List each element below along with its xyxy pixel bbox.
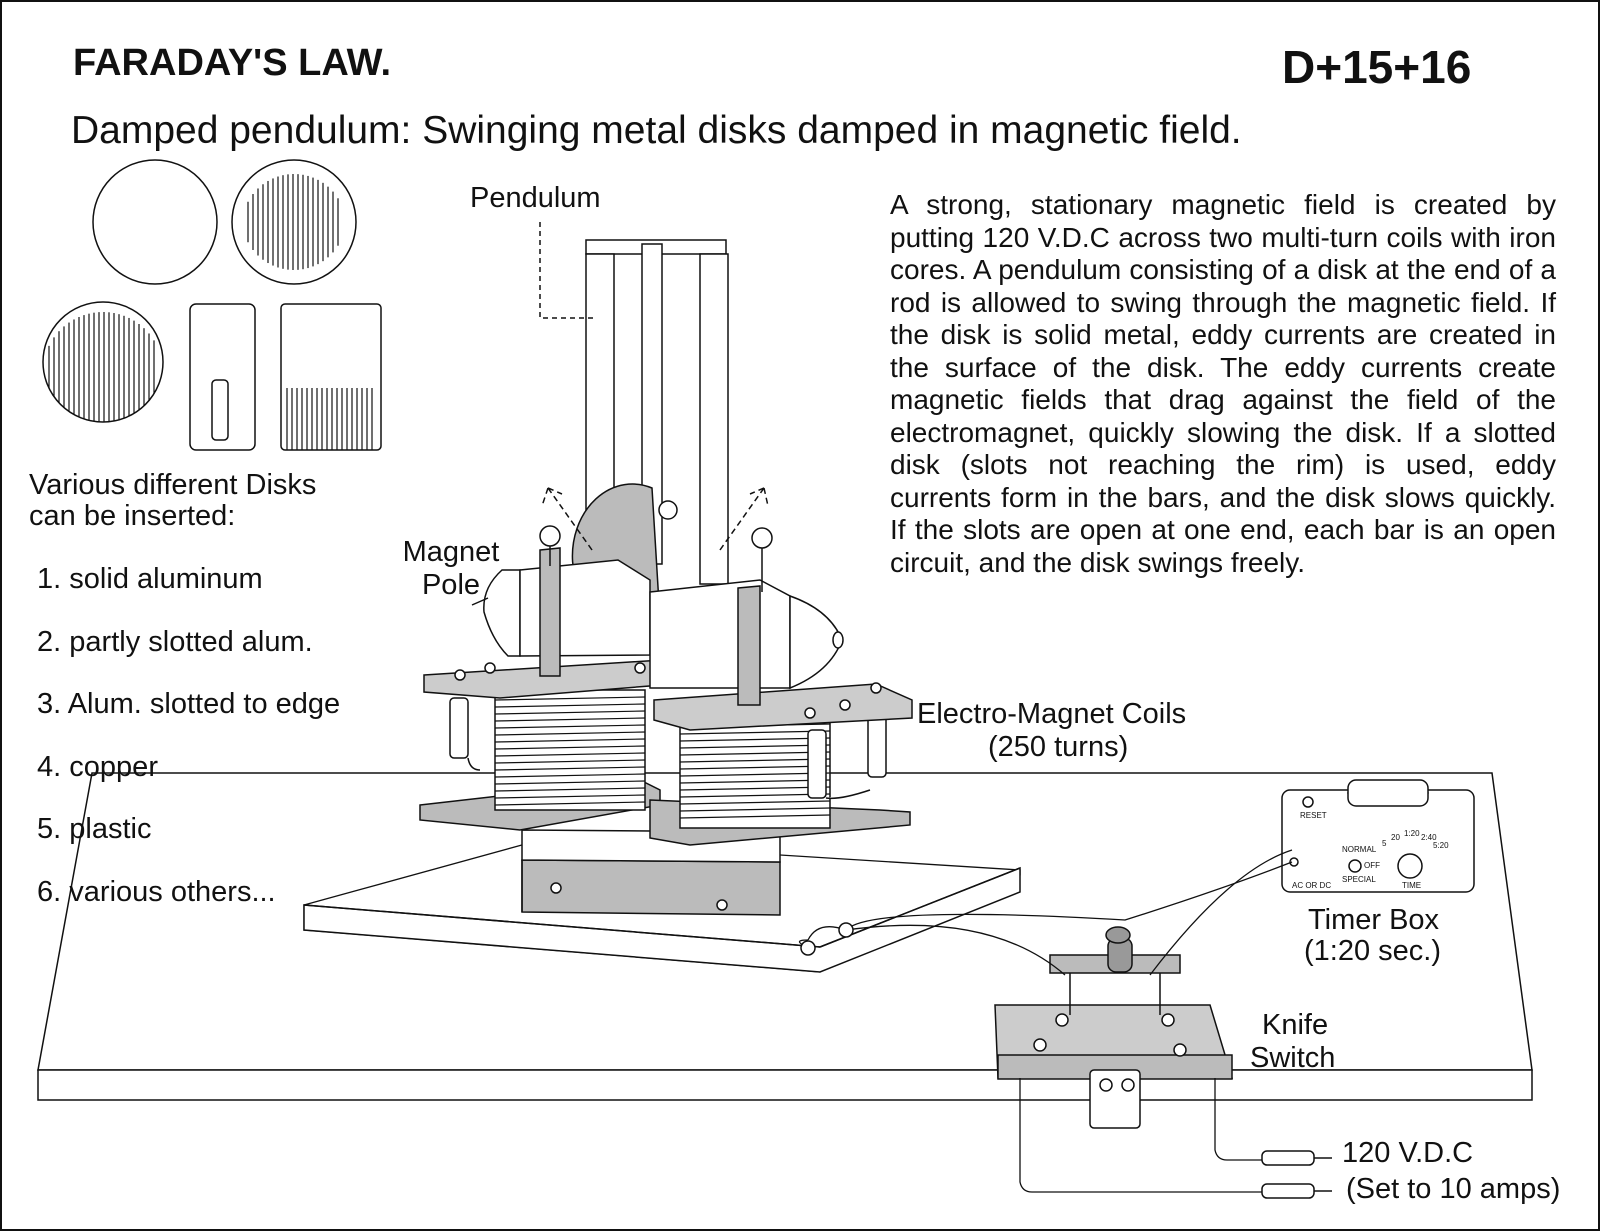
page-title: FARADAY'S LAW. xyxy=(73,42,392,84)
timer-ac-dc-label: AC OR DC xyxy=(1292,881,1332,890)
timer-normal-label: NORMAL xyxy=(1342,845,1377,854)
right-coil xyxy=(679,709,831,829)
power-plugs xyxy=(800,922,1332,1199)
disk-list: 1. solid aluminum 2. partly slotted alum… xyxy=(29,532,340,939)
demo-code: D+15+16 xyxy=(1282,41,1472,93)
knife-label-line2: Switch xyxy=(1250,1042,1336,1074)
list-item: 6. various others... xyxy=(29,875,276,908)
magnet-pole-label-line2: Pole xyxy=(421,569,481,601)
timer-reset-label: RESET xyxy=(1300,811,1327,820)
rectangular-plate-slotted-edge xyxy=(280,303,382,451)
pendulum-leader xyxy=(539,222,596,319)
plate-slots xyxy=(286,388,373,450)
disks-heading-line2: can be inserted: xyxy=(29,500,236,532)
timer-special-label: SPECIAL xyxy=(1342,875,1376,884)
timer-dial-mark: 1:20 xyxy=(1404,829,1420,838)
partly-slotted-disk xyxy=(231,159,357,285)
page-subtitle: Damped pendulum: Swinging metal disks da… xyxy=(71,109,1242,152)
iron-core-base xyxy=(521,829,781,916)
knife-label-line1: Knife xyxy=(1262,1009,1329,1041)
pendulum-label: Pendulum xyxy=(470,182,601,214)
coils-label-line1: Electro-Magnet Coils xyxy=(917,698,1187,730)
disks-heading-line1: Various different Disks xyxy=(29,469,317,501)
swing-arrows xyxy=(541,487,769,551)
solid-disk xyxy=(92,159,218,285)
disk-slots xyxy=(48,312,155,422)
magnet-pole-label-line1: Magnet xyxy=(402,536,500,568)
knife-switch xyxy=(994,926,1234,1129)
rectangular-plate-with-slot xyxy=(189,303,256,451)
disk-slots xyxy=(247,174,339,270)
list-item: 4. copper xyxy=(29,750,158,783)
timer-dial-mark: 2:40 xyxy=(1421,833,1437,842)
timer-dial-mark: 5:20 xyxy=(1433,841,1449,850)
left-pole-piece xyxy=(483,525,651,677)
power-label-line1: 120 V.D.C xyxy=(1342,1137,1474,1169)
description-paragraph: A strong, stationary magnetic field is c… xyxy=(890,189,1556,578)
support-posts xyxy=(449,697,887,800)
list-item: 2. partly slotted alum. xyxy=(29,625,313,658)
timer-dial-mark: 5 xyxy=(1382,839,1387,848)
timer-dial-mark: 20 xyxy=(1391,833,1400,842)
slotted-to-edge-disk xyxy=(42,301,164,423)
coils-label-line2: (250 turns) xyxy=(988,731,1129,763)
wiring xyxy=(798,849,1293,1193)
upper-coil-plates xyxy=(423,659,913,731)
list-item: 3. Alum. slotted to edge xyxy=(29,688,341,720)
timer-time-label: TIME xyxy=(1402,881,1422,890)
timer-label-line2: (1:20 sec.) xyxy=(1304,935,1441,967)
timer-label-line1: Timer Box xyxy=(1308,904,1440,936)
timer-off-label: OFF xyxy=(1364,861,1380,870)
sample-disks xyxy=(42,159,382,451)
timer-box xyxy=(1281,779,1475,893)
power-label-line2: (Set to 10 amps) xyxy=(1346,1173,1561,1205)
slot-cutout xyxy=(211,379,229,441)
list-item: 1. solid aluminum xyxy=(29,563,263,595)
right-pole-piece xyxy=(649,527,844,706)
magnet-pole-leader xyxy=(471,597,489,606)
list-item: 5. plastic xyxy=(29,813,152,845)
left-coil xyxy=(494,689,646,811)
